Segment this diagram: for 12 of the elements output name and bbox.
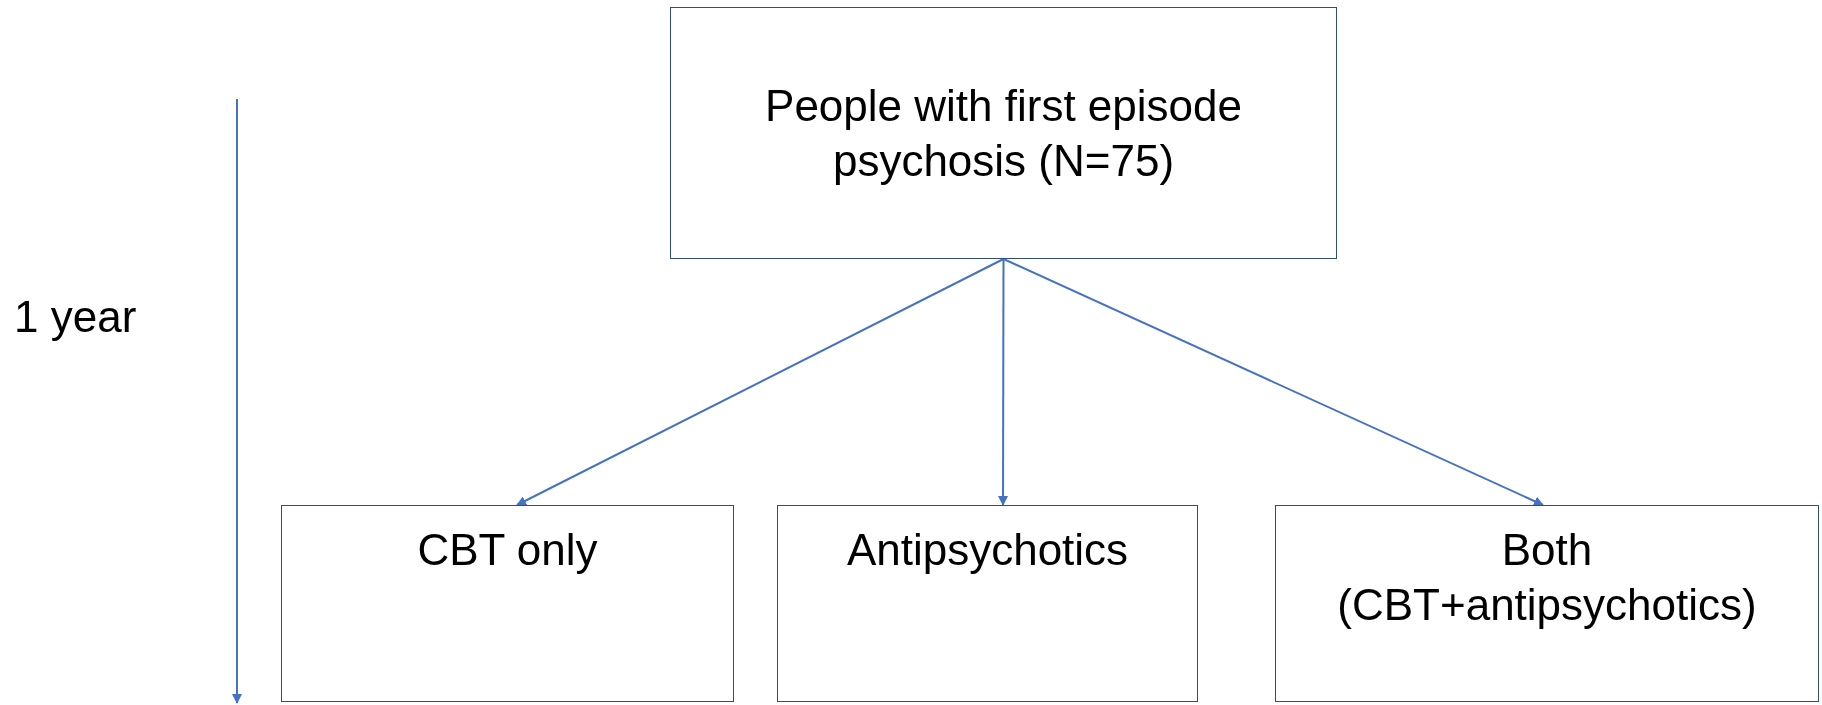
process-box — [777, 505, 1198, 702]
process-box — [1275, 505, 1819, 702]
box-text: People with first episode psychosis (N=75) — [764, 80, 1243, 187]
box-text: CBT only — [417, 524, 598, 576]
arrow — [1002, 258, 1544, 506]
process-box — [670, 7, 1337, 259]
process-box — [281, 505, 734, 702]
arrow — [998, 258, 1008, 506]
arrow — [516, 258, 1005, 506]
box-text: Antipsychotics — [846, 524, 1129, 576]
box-text: Both (CBT+antipsychotics) — [1336, 524, 1758, 631]
time-label: 1 year — [14, 292, 137, 342]
